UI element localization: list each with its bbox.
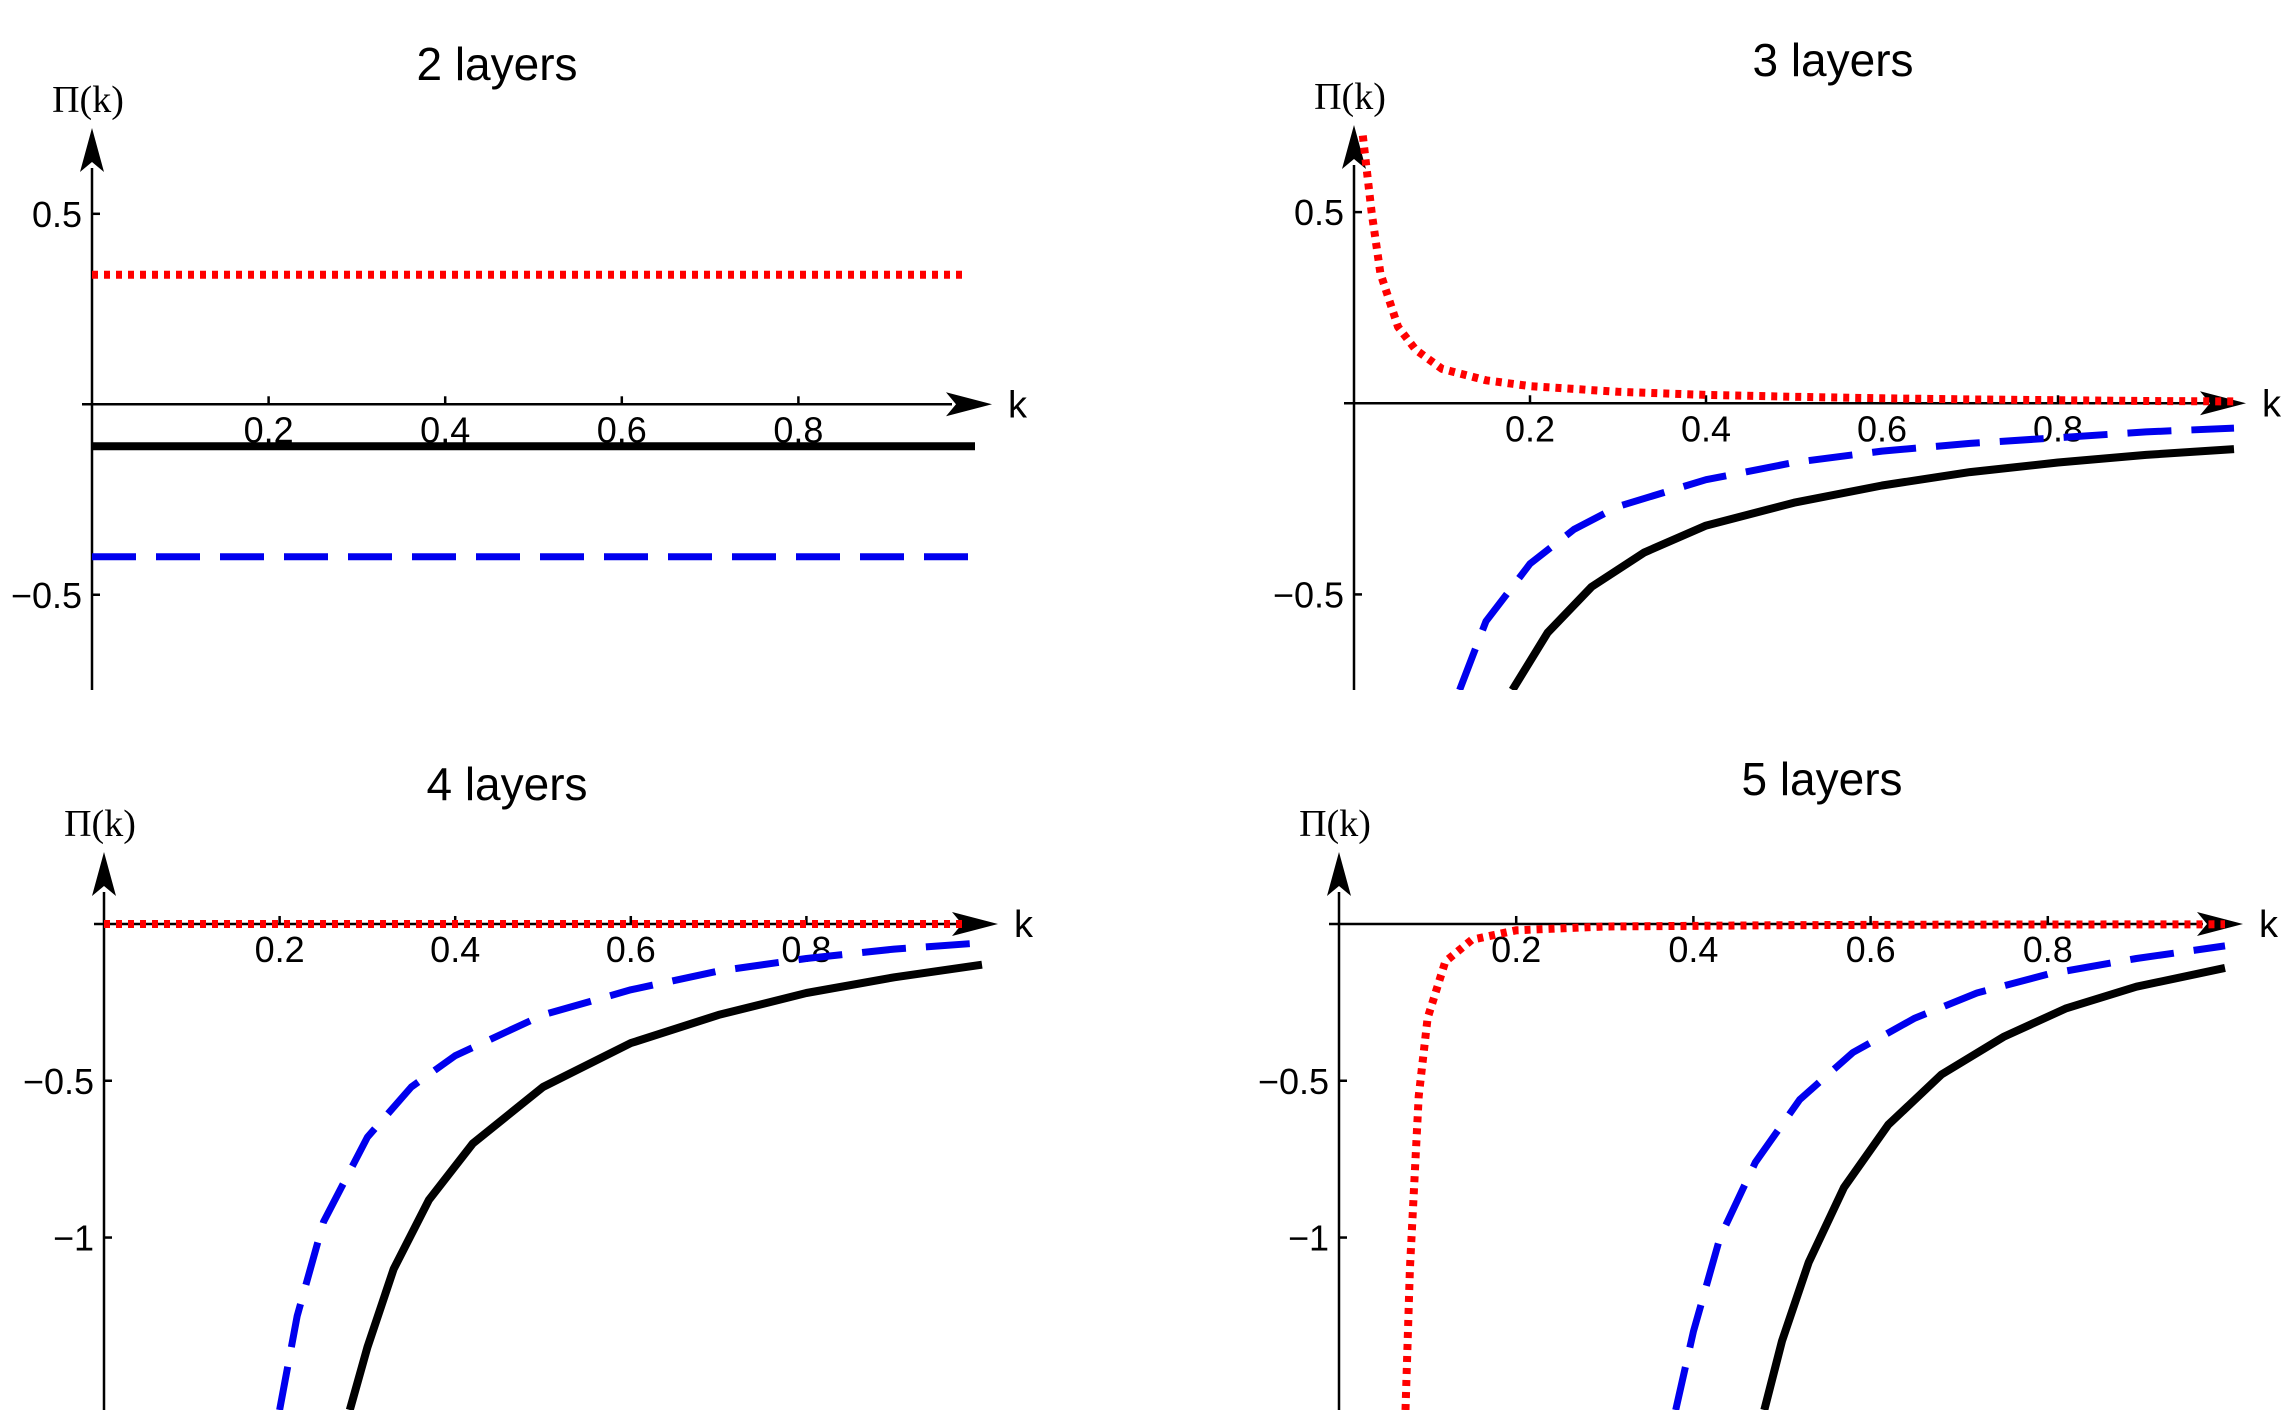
x-axis-label: k [1008,384,1028,426]
chart-title: 5 layers [1741,753,1902,805]
y-axis-arrow [80,128,104,172]
y-tick-label: −0.5 [11,575,82,616]
x-tick-label: 0.8 [2033,408,2083,449]
y-axis-label: Π(k) [52,79,124,121]
x-axis-arrow [2200,391,2246,416]
y-tick-label: −1 [53,1218,94,1259]
x-axis-label: k [2259,904,2279,946]
y-tick-label: −0.5 [23,1061,94,1102]
series-solid-line [1760,963,2226,1410]
x-axis-arrow [946,392,992,417]
y-axis-label: Π(k) [1314,76,1386,118]
x-tick-label: 0.4 [1681,408,1731,449]
series-dotted-line [1401,920,2226,1410]
x-tick-label: 0.8 [781,929,831,970]
x-axis-arrow [2197,911,2243,936]
x-axis-label: k [2262,383,2282,425]
x-axis-arrow [952,911,998,936]
y-axis-label: Π(k) [1299,803,1371,845]
series-solid-line [1508,445,2235,690]
y-axis-arrow [1327,852,1351,896]
x-tick-label: 0.8 [2023,929,2073,970]
chart-title: 3 layers [1752,34,1913,86]
series-dashed-line [276,939,983,1410]
y-tick-label: 0.5 [32,194,82,235]
chart-title: 4 layers [426,758,587,810]
x-tick-label: 0.2 [1505,408,1555,449]
x-tick-label: 0.6 [606,929,656,970]
y-tick-label: −0.5 [1258,1061,1329,1102]
y-tick-label: 0.5 [1294,192,1344,233]
series-dashed-line [1672,942,2226,1410]
y-axis-arrow [92,852,116,896]
y-tick-label: −1 [1288,1218,1329,1259]
chart-title: 2 layers [416,38,577,90]
x-tick-label: 0.4 [430,929,480,970]
x-tick-label: 0.6 [1846,929,1896,970]
x-tick-label: 0.4 [1668,929,1718,970]
series-dashed-line [1456,424,2235,690]
x-tick-label: 0.2 [255,929,305,970]
x-axis-label: k [1014,904,1034,946]
x-tick-label: 0.6 [1857,408,1907,449]
x-tick-label: 0.2 [1491,929,1541,970]
y-axis-arrow [1342,125,1366,169]
y-tick-label: −0.5 [1273,574,1344,615]
y-axis-label: Π(k) [64,803,136,845]
series-dotted-line [1358,135,2235,406]
series-solid-line [345,960,983,1410]
